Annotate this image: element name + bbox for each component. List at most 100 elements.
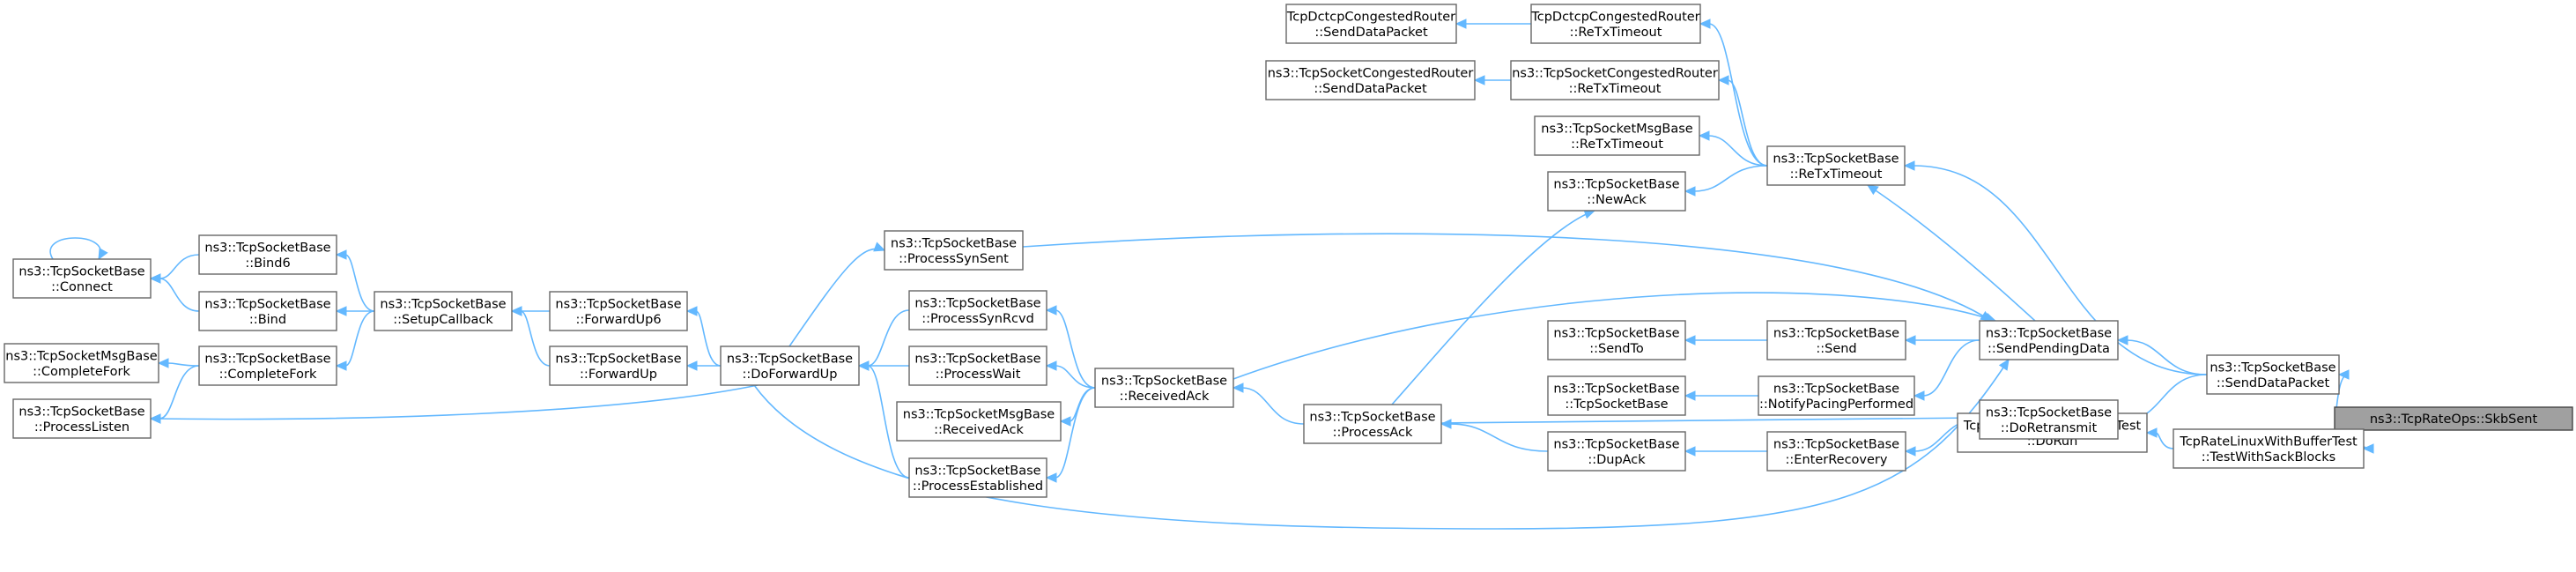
node-label-line: TcpDctcpCongestedRouter	[1286, 10, 1455, 24]
node-processestablished[interactable]: ns3::TcpSocketBase::ProcessEstablished	[908, 457, 1047, 498]
node-label-line: ::SendPendingData	[1988, 342, 2110, 356]
edge-processack-to-dupack	[1449, 423, 1549, 452]
node-box	[1285, 4, 1457, 44]
node-processsynrcvd[interactable]: ns3::TcpSocketBase::ProcessSynRcvd	[908, 290, 1047, 331]
node-label-line: ::ReceivedAck	[1120, 390, 1210, 404]
arrowhead-forwardup6-to-doforwardup	[685, 306, 698, 316]
node-processlisten[interactable]: ns3::TcpSocketBase::ProcessListen	[12, 398, 152, 439]
arrowhead-msgbase_recvack-to-receivedack	[1059, 416, 1071, 427]
node-senddatapacket[interactable]: ns3::TcpSocketBase::SendDataPacket	[2206, 354, 2340, 395]
node-processack[interactable]: ns3::TcpSocketBase::ProcessAck	[1303, 404, 1442, 444]
node-label-line: ns3::TcpSocketBase	[380, 297, 506, 311]
node-dctcp_retx[interactable]: TcpDctcpCongestedRouter::ReTxTimeout	[1530, 4, 1701, 44]
node-box	[1547, 431, 1686, 472]
node-msgbase_completefork[interactable]: ns3::TcpSocketMsgBase::CompleteFork	[4, 343, 159, 383]
node-label-line: ns3::TcpSocketBase	[1773, 437, 1899, 451]
node-sendto[interactable]: ns3::TcpSocketBase::SendTo	[1547, 320, 1686, 360]
node-label-line: ::DupAck	[1588, 453, 1646, 467]
node-receivedack[interactable]: ns3::TcpSocketBase::ReceivedAck	[1094, 368, 1234, 408]
node-skbsent[interactable]: ns3::TcpRateOps::SkbSent	[2334, 406, 2573, 431]
node-notifypacing[interactable]: ns3::TcpSocketBase::NotifyPacingPerforme…	[1758, 375, 1915, 416]
arrowhead-dupack-to-enterrecovery	[1684, 446, 1696, 457]
node-label-line: ns3::TcpSocketCongestedRouter	[1268, 66, 1474, 80]
node-label-line: ns3::TcpSocketMsgBase	[1541, 122, 1693, 136]
node-completefork[interactable]: ns3::TcpSocketBase::CompleteFork	[198, 345, 337, 386]
edge-notifypacing-to-sendpending	[1922, 339, 1980, 397]
node-box	[2334, 406, 2573, 431]
edge-doforwardup-to-processestablished	[867, 365, 910, 479]
arrowhead-ctor-to-notifypacing	[1684, 390, 1696, 401]
node-label-line: ::ProcessEstablished	[913, 479, 1043, 494]
node-testwithsack[interactable]: TcpRateLinuxWithBufferTest::TestWithSack…	[2173, 428, 2365, 469]
node-label-line: TcpDctcpCongestedRouter	[1530, 10, 1699, 24]
node-label-line: ::ForwardUp6	[575, 313, 661, 327]
edge-doforwardup-to-processsynsent	[788, 248, 885, 347]
node-label-line: ns3::TcpSocketBase	[1553, 326, 1679, 340]
node-sendpending[interactable]: ns3::TcpSocketBase::SendPendingData	[1979, 320, 2119, 360]
edge-processwait-to-receivedack	[1055, 365, 1096, 389]
node-box	[908, 290, 1047, 331]
node-box	[2173, 428, 2365, 469]
node-label-line: ::ReTxTimeout	[1571, 137, 1663, 152]
arrowhead-msgbase_completefork-to-completefork	[157, 358, 169, 368]
node-label-line: ::ProcessWait	[936, 368, 1021, 382]
node-label-line: ::ReTxTimeout	[1570, 26, 1662, 40]
node-box	[1510, 60, 1720, 100]
node-cong_send[interactable]: ns3::TcpSocketCongestedRouter::SendDataP…	[1265, 60, 1476, 100]
node-bind6[interactable]: ns3::TcpSocketBase::Bind6	[198, 234, 337, 275]
node-ctor[interactable]: ns3::TcpSocketBase::TcpSocketBase	[1547, 375, 1686, 416]
node-label-line: ns3::TcpSocketBase	[1309, 410, 1435, 424]
edge-msgbase_completefork-to-completefork	[167, 362, 200, 367]
arrowhead-sendpending-to-retxtimeout	[1866, 184, 1879, 196]
arrowhead-completefork-to-setupcallback	[335, 360, 347, 371]
node-newack[interactable]: ns3::TcpSocketBase::NewAck	[1547, 171, 1686, 212]
node-dctcp_send[interactable]: TcpDctcpCongestedRouter::SendDataPacket	[1285, 4, 1457, 44]
node-label-line: ns3::TcpRateOps::SkbSent	[2370, 412, 2538, 427]
node-connect[interactable]: ns3::TcpSocketBase::Connect	[12, 258, 152, 299]
node-msgbase_retx[interactable]: ns3::TcpSocketMsgBase::ReTxTimeout	[1534, 115, 1700, 156]
node-cong_retx[interactable]: ns3::TcpSocketCongestedRouter::ReTxTimeo…	[1510, 60, 1720, 100]
node-box	[908, 345, 1047, 386]
node-send[interactable]: ns3::TcpSocketBase::Send	[1766, 320, 1906, 360]
node-box	[720, 345, 860, 386]
node-dupack[interactable]: ns3::TcpSocketBase::DupAck	[1547, 431, 1686, 472]
arrowhead-processwait-to-receivedack	[1045, 360, 1057, 371]
node-setupcallback[interactable]: ns3::TcpSocketBase::SetupCallback	[374, 291, 513, 331]
edge-msgbase_retx-to-retxtimeout	[1707, 135, 1768, 167]
arrowhead-forwardup-to-doforwardup	[685, 360, 698, 371]
edge-processestablished-to-receivedack	[1055, 387, 1096, 479]
edge-processack-to-doretransmit	[1440, 417, 1980, 424]
arrowhead-bind-to-setupcallback	[335, 306, 347, 316]
node-label-line: ::CompleteFork	[33, 365, 130, 379]
node-label-line: ::ReTxTimeout	[1790, 167, 1883, 182]
node-label-line: ::Bind6	[245, 256, 290, 271]
node-doretransmit[interactable]: ns3::TcpSocketBase::DoRetransmit	[1979, 399, 2119, 440]
node-forwardup[interactable]: ns3::TcpSocketBase::ForwardUp	[549, 345, 688, 386]
node-label-line: ns3::TcpSocketBase	[1986, 405, 2112, 420]
node-label-line: ::EnterRecovery	[1786, 453, 1888, 467]
arrowhead-msgbase_retx-to-retxtimeout	[1698, 130, 1710, 141]
node-forwardup6[interactable]: ns3::TcpSocketBase::ForwardUp6	[549, 291, 688, 331]
node-processsynsent[interactable]: ns3::TcpSocketBase::ProcessSynSent	[884, 230, 1024, 271]
edge-processsynrcvd-to-receivedack	[1055, 309, 1096, 389]
node-processwait[interactable]: ns3::TcpSocketBase::ProcessWait	[908, 345, 1047, 386]
node-box	[1094, 368, 1234, 408]
edge-bind6-to-setupcallback	[344, 254, 375, 312]
node-label-line: ns3::TcpSocketBase	[914, 296, 1040, 310]
node-label-line: ns3::TcpSocketBase	[555, 352, 681, 366]
node-enterrecovery[interactable]: ns3::TcpSocketBase::EnterRecovery	[1766, 431, 1906, 472]
node-label-line: ::ProcessSynSent	[899, 252, 1009, 266]
arrowhead-cong_send-to-cong_retx	[1473, 75, 1485, 85]
node-bind[interactable]: ns3::TcpSocketBase::Bind	[198, 291, 337, 331]
node-retxtimeout[interactable]: ns3::TcpSocketBase::ReTxTimeout	[1766, 145, 1906, 186]
node-doforwardup[interactable]: ns3::TcpSocketBase::DoForwardUp	[720, 345, 860, 386]
node-label-line: ns3::TcpSocketBase	[2210, 360, 2335, 375]
edge-sendpending-to-retxtimeout	[1867, 184, 2036, 322]
node-label-line: ::SendDataPacket	[1314, 26, 1428, 40]
node-msgbase_recvack[interactable]: ns3::TcpSocketMsgBase::ReceivedAck	[896, 401, 1062, 442]
arrowhead-senddatapacket-to-skbsent	[2337, 369, 2350, 380]
node-box	[2206, 354, 2340, 395]
arrowhead-doforwardup-to-processestablished	[857, 360, 870, 371]
graph-edges	[49, 19, 2374, 530]
